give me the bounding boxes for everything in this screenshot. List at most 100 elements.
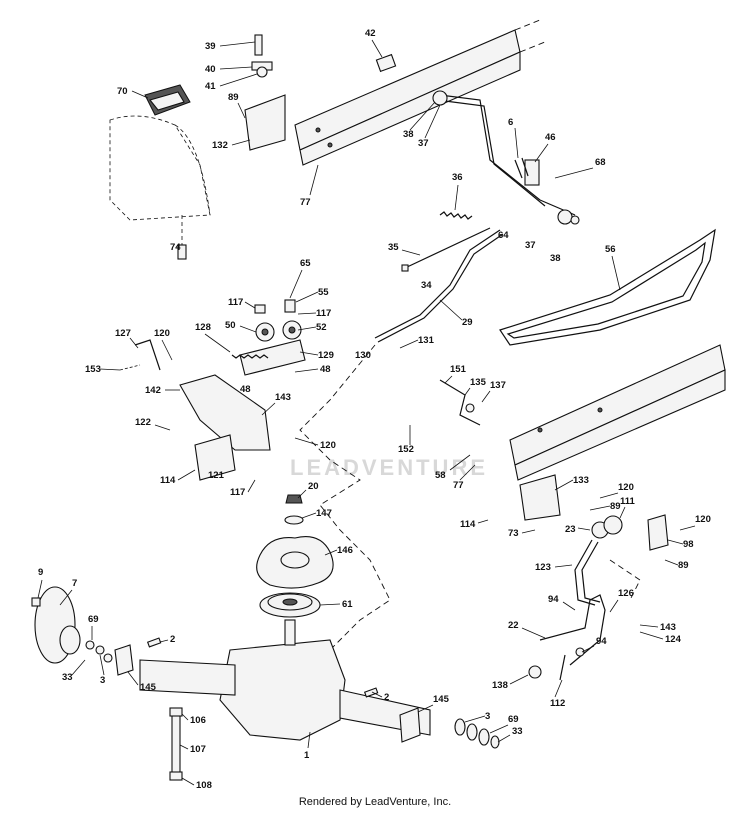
callout: 146 xyxy=(337,545,353,556)
callout: 50 xyxy=(225,320,236,331)
upper-bracket-assembly xyxy=(244,34,286,151)
callout: 131 xyxy=(418,335,435,346)
callout: 1 xyxy=(304,750,310,761)
callout: 106 xyxy=(190,715,206,726)
callout: 39 xyxy=(205,41,216,52)
callout: 137 xyxy=(490,380,506,391)
callout: 70 xyxy=(117,86,128,97)
callout-labels: 39 40 41 42 70 89 132 77 38 37 6 46 68 xyxy=(37,28,711,791)
callout: 145 xyxy=(433,694,450,705)
callout: 20 xyxy=(308,481,319,492)
callout: 117 xyxy=(230,487,245,498)
callout: 33 xyxy=(512,726,523,737)
pedal-link xyxy=(439,379,481,426)
callout: 34 xyxy=(421,280,432,291)
callout: 153 xyxy=(85,364,101,375)
callout: 69 xyxy=(508,714,519,725)
callout: 130 xyxy=(355,350,371,361)
watermark-text: LEADVENTURE xyxy=(290,455,489,480)
cooling-fan xyxy=(256,494,334,589)
left-wheel-hub xyxy=(31,586,134,676)
callout: 3 xyxy=(485,711,490,722)
callout: 77 xyxy=(300,197,311,208)
callout: 120 xyxy=(154,328,170,339)
callout: 36 xyxy=(452,172,463,183)
callout: 23 xyxy=(565,524,576,535)
pedal-cover xyxy=(144,84,191,116)
callout: 143 xyxy=(275,392,291,403)
link-rods xyxy=(374,227,504,343)
callout: 46 xyxy=(545,132,556,143)
spring-36 xyxy=(439,211,473,220)
callout: 111 xyxy=(620,496,636,507)
callout: 2 xyxy=(384,692,389,703)
callout: 61 xyxy=(342,599,353,610)
drive-pulley xyxy=(259,592,321,618)
callout: 74 xyxy=(170,242,181,253)
callout: 65 xyxy=(300,258,311,269)
callout: 122 xyxy=(135,417,151,428)
callout: 68 xyxy=(595,157,606,168)
callout: 29 xyxy=(462,317,473,328)
lower-frame-rail xyxy=(509,344,726,521)
callout: 143 xyxy=(660,622,676,633)
drive-belt xyxy=(499,228,716,346)
callout: 48 xyxy=(240,384,251,395)
callout: 108 xyxy=(196,780,212,791)
callout: 128 xyxy=(195,322,211,333)
callout: 147 xyxy=(316,508,332,519)
callout: 9 xyxy=(38,567,43,578)
idler-bracket xyxy=(231,299,306,376)
callout: 77 xyxy=(453,480,464,491)
callout: 42 xyxy=(365,28,376,39)
transaxle xyxy=(139,619,431,741)
callout: 48 xyxy=(320,364,331,375)
callout: 133 xyxy=(573,475,589,486)
callout: 37 xyxy=(418,138,429,149)
callout: 117 xyxy=(316,308,331,319)
callout: 22 xyxy=(508,620,519,631)
callout: 56 xyxy=(605,244,616,255)
callout: 41 xyxy=(205,81,216,92)
callout: 151 xyxy=(450,364,467,375)
callout: 121 xyxy=(208,470,225,481)
callout: 94 xyxy=(548,594,559,605)
callout: 114 xyxy=(160,475,176,486)
callout: 145 xyxy=(140,682,157,693)
callout: 117 xyxy=(228,297,243,308)
callout: 107 xyxy=(190,744,206,755)
dashed-linkage xyxy=(299,344,641,661)
callout: 3 xyxy=(100,675,105,686)
callout: 6 xyxy=(508,117,513,128)
callout: 64 xyxy=(498,230,509,241)
lower-bracket xyxy=(119,339,271,481)
callout: 126 xyxy=(618,588,634,599)
callout: 52 xyxy=(316,322,327,333)
callout: 2 xyxy=(170,634,175,645)
callout: 120 xyxy=(695,514,711,525)
callout: 37 xyxy=(525,240,536,251)
callout: 142 xyxy=(145,385,161,396)
control-shaft xyxy=(375,53,580,225)
callout: 33 xyxy=(62,672,73,683)
footer-credit: Rendered by LeadVenture, Inc. xyxy=(298,796,452,808)
lever-assembly xyxy=(528,594,606,681)
callout: 123 xyxy=(535,562,551,573)
callout: 73 xyxy=(508,528,519,539)
right-axle-hardware xyxy=(146,637,500,749)
callout: 58 xyxy=(435,470,446,481)
callout: 135 xyxy=(470,377,487,388)
callout: 124 xyxy=(665,634,682,645)
callout: 94 xyxy=(596,636,607,647)
brake-pedal xyxy=(574,514,669,606)
callout: 89 xyxy=(678,560,689,571)
callout: 98 xyxy=(683,539,694,550)
fender-body xyxy=(109,115,211,221)
callout: 69 xyxy=(88,614,99,625)
callout: 40 xyxy=(205,64,216,75)
callout: 112 xyxy=(550,698,565,709)
callout: 132 xyxy=(212,140,228,151)
callout: 38 xyxy=(403,129,414,140)
